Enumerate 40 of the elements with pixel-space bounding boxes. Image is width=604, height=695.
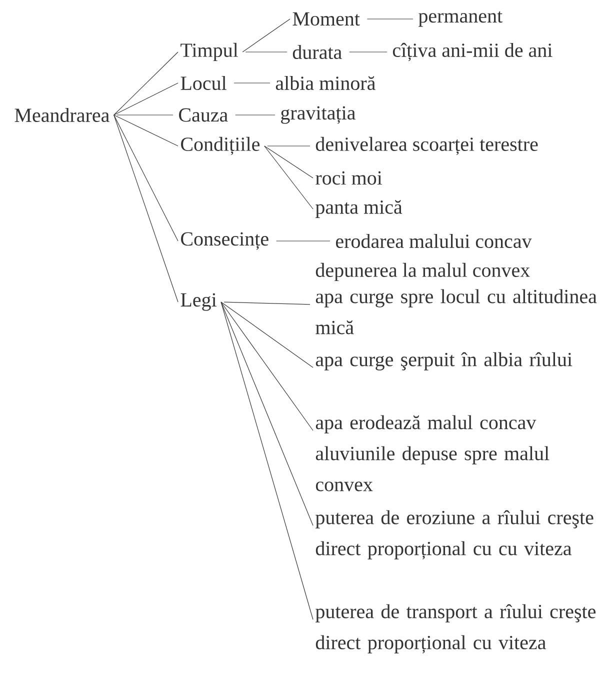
tree-text: permanent bbox=[418, 11, 502, 27]
tree-text: Condițiile bbox=[181, 136, 260, 156]
tree-text: Cauza bbox=[179, 108, 228, 122]
connector-line bbox=[220, 302, 314, 431]
list-text: depunerea la malul convex bbox=[316, 262, 530, 282]
connector-line bbox=[114, 114, 178, 146]
tree-text: denivelarea scoarței terestre bbox=[316, 136, 538, 156]
tree-text: roci moi bbox=[316, 171, 382, 185]
connector-line bbox=[264, 146, 314, 178]
connector-line bbox=[224, 302, 310, 305]
connector-line bbox=[220, 302, 314, 368]
connector-line bbox=[234, 82, 270, 84]
tree-text: erodarea malului concav bbox=[336, 234, 532, 248]
connector-line bbox=[114, 82, 178, 116]
tree-text: panta mică bbox=[316, 200, 402, 218]
connector-line bbox=[264, 146, 314, 210]
tree-text: Legi bbox=[180, 293, 216, 311]
tree-text: puterea de eroziune a rîului creşte direct proporțional cu cu viteza bbox=[316, 510, 594, 560]
tree-text: Meandrarea bbox=[14, 108, 110, 122]
tree-text: Locul bbox=[180, 76, 226, 90]
tree-text: Moment bbox=[292, 12, 360, 26]
connector-line bbox=[114, 114, 178, 302]
connector-line bbox=[114, 114, 178, 242]
tree-text: Consecințe bbox=[181, 232, 268, 250]
connector-line bbox=[220, 302, 314, 620]
tree-text: cîțiva ani-mii de ani bbox=[392, 42, 552, 62]
tree-text: apa erodează malul concav bbox=[316, 415, 536, 434]
tree-text: albia minoră bbox=[276, 76, 376, 90]
connector-line bbox=[366, 18, 414, 20]
connector-line bbox=[116, 114, 174, 116]
connector-line bbox=[276, 240, 330, 242]
connector-line bbox=[242, 18, 290, 52]
connector-line bbox=[220, 302, 314, 526]
tree-text: puterea de transport a rîului creşte direct proporțional cu viteza bbox=[316, 604, 596, 654]
tree-text: Timpul bbox=[180, 42, 238, 62]
tree-text: apa curge şerpuit în albia rîului bbox=[316, 352, 572, 370]
connector-line bbox=[114, 52, 178, 116]
tree-text: gravitația bbox=[281, 106, 356, 124]
connector-line bbox=[235, 114, 276, 116]
tree-text: durata bbox=[292, 44, 342, 60]
